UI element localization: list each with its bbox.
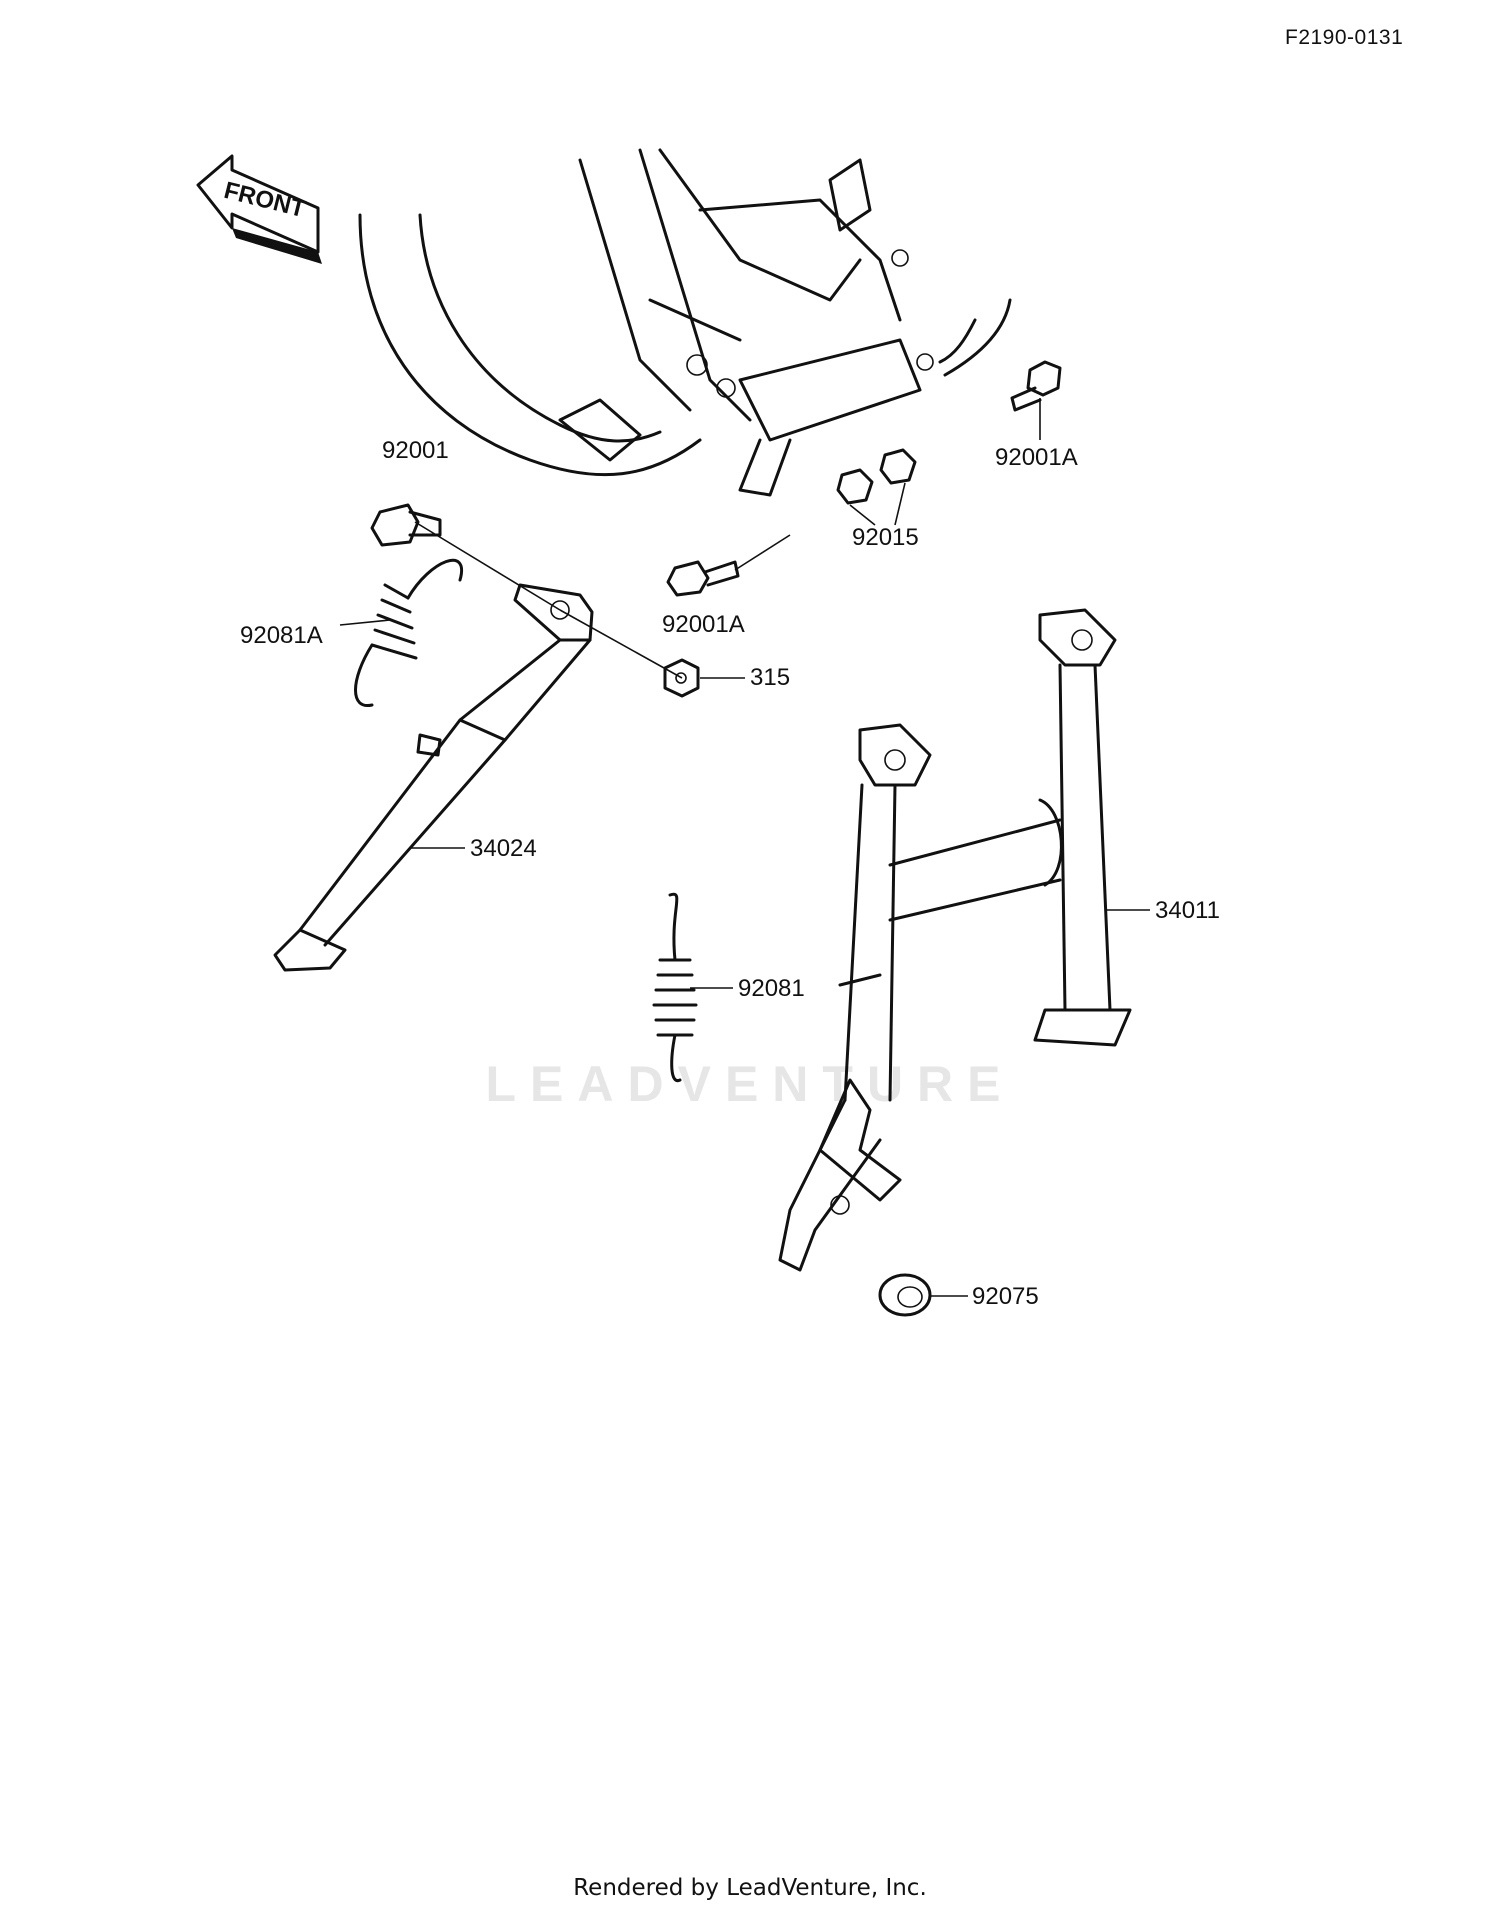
label-92015: 92015 <box>852 524 919 551</box>
label-92081: 92081 <box>738 975 805 1002</box>
leader-lines <box>339 398 1150 1297</box>
front-arrow-icon: FRONT <box>196 154 322 264</box>
center-stand-34011 <box>778 608 1132 1272</box>
nuts-92015 <box>836 448 917 505</box>
label-92001A-mid: 92001A <box>662 611 745 638</box>
label-92001: 92001 <box>382 437 449 464</box>
frame-drawing <box>358 148 1012 497</box>
bolt-92001A-mid <box>666 560 740 597</box>
label-92081A: 92081A <box>240 622 323 649</box>
spring-92081A <box>354 558 463 707</box>
spring-92081 <box>652 892 698 1083</box>
label-92001A-top: 92001A <box>995 444 1078 471</box>
bolt-92001A-top <box>1010 360 1062 412</box>
label-92075: 92075 <box>972 1283 1039 1310</box>
footer-credit: Rendered by LeadVenture, Inc. <box>573 1875 927 1901</box>
label-34011: 34011 <box>1155 897 1220 924</box>
nut-315 <box>663 658 700 698</box>
label-315: 315 <box>750 664 790 691</box>
bolt-92001 <box>370 503 442 547</box>
watermark: LEADVENTURE <box>485 1056 1015 1112</box>
document-id: F2190-0131 <box>1285 26 1404 49</box>
label-34024: 34024 <box>470 835 537 862</box>
rubber-92075 <box>878 1273 932 1317</box>
